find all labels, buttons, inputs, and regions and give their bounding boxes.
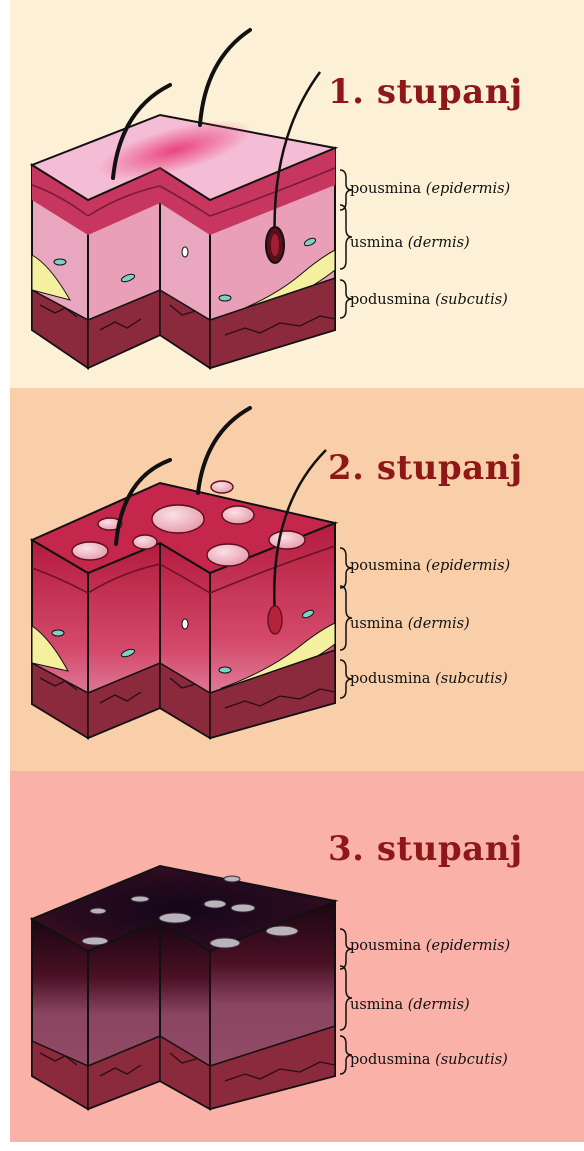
label-dermis: usmina (dermis) bbox=[350, 616, 470, 632]
label-subcutis: podusmina (subcutis) bbox=[350, 1052, 508, 1068]
skin-block-second-degree bbox=[10, 388, 584, 771]
label-epidermis: pousmina (epidermis) bbox=[350, 558, 510, 574]
title-third-degree: 3. stupanj bbox=[328, 829, 523, 869]
label-subcutis: podusmina (subcutis) bbox=[350, 292, 508, 308]
label-epidermis: pousmina (epidermis) bbox=[350, 938, 510, 954]
skin-block-third-degree bbox=[10, 771, 584, 1142]
label-epidermis: pousmina (epidermis) bbox=[350, 181, 510, 197]
label-dermis: usmina (dermis) bbox=[350, 997, 470, 1013]
panel-first-degree: 1. stupanj pousmina (epidermis) usmina (… bbox=[10, 0, 584, 388]
panel-second-degree: 2. stupanj pousmina (epidermis) usmina (… bbox=[10, 388, 584, 771]
title-second-degree: 2. stupanj bbox=[328, 448, 523, 488]
label-dermis: usmina (dermis) bbox=[350, 235, 470, 251]
title-first-degree: 1. stupanj bbox=[328, 72, 523, 112]
panel-third-degree: 3. stupanj pousmina (epidermis) usmina (… bbox=[10, 771, 584, 1142]
label-subcutis: podusmina (subcutis) bbox=[350, 671, 508, 687]
